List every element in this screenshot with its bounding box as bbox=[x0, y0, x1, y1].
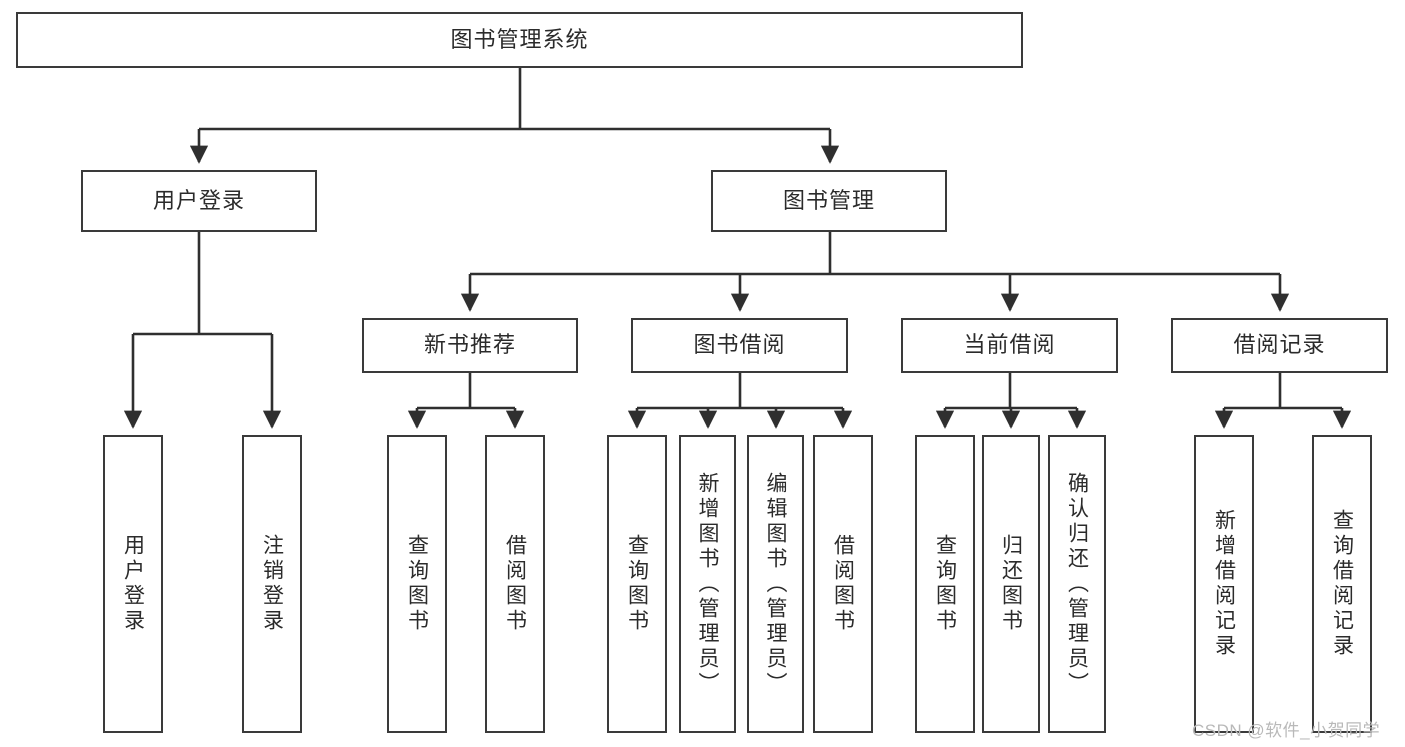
leaf-query-book-borrow[interactable]: 查询图书 bbox=[607, 435, 667, 733]
node-level3-borrow-record[interactable]: 借阅记录 bbox=[1171, 318, 1388, 373]
leaf-borrow-book-recommend[interactable]: 借阅图书 bbox=[485, 435, 545, 733]
leaf-user-login[interactable]: 用户登录 bbox=[103, 435, 163, 733]
leaf-query-book-recommend[interactable]: 查询图书 bbox=[387, 435, 447, 733]
watermark: CSDN @软件_小贺同学 bbox=[1192, 721, 1381, 740]
node-level3-new-book-recommend[interactable]: 新书推荐 bbox=[362, 318, 578, 373]
leaf-borrow-book[interactable]: 借阅图书 bbox=[813, 435, 873, 733]
leaf-add-book-admin[interactable]: 新增图书（管理员） bbox=[679, 435, 736, 733]
leaf-return-book[interactable]: 归还图书 bbox=[982, 435, 1040, 733]
leaf-add-borrow-record[interactable]: 新增借阅记录 bbox=[1194, 435, 1254, 733]
leaf-query-book-current[interactable]: 查询图书 bbox=[915, 435, 975, 733]
node-root[interactable]: 图书管理系统 bbox=[16, 12, 1023, 68]
node-level2-user-login[interactable]: 用户登录 bbox=[81, 170, 317, 232]
leaf-logout[interactable]: 注销登录 bbox=[242, 435, 302, 733]
node-level3-current-borrow[interactable]: 当前借阅 bbox=[901, 318, 1118, 373]
node-level2-book-management[interactable]: 图书管理 bbox=[711, 170, 947, 232]
leaf-edit-book-admin[interactable]: 编辑图书（管理员） bbox=[747, 435, 804, 733]
leaf-query-borrow-record[interactable]: 查询借阅记录 bbox=[1312, 435, 1372, 733]
node-level3-book-borrow[interactable]: 图书借阅 bbox=[631, 318, 848, 373]
leaf-confirm-return-admin[interactable]: 确认归还（管理员） bbox=[1048, 435, 1106, 733]
